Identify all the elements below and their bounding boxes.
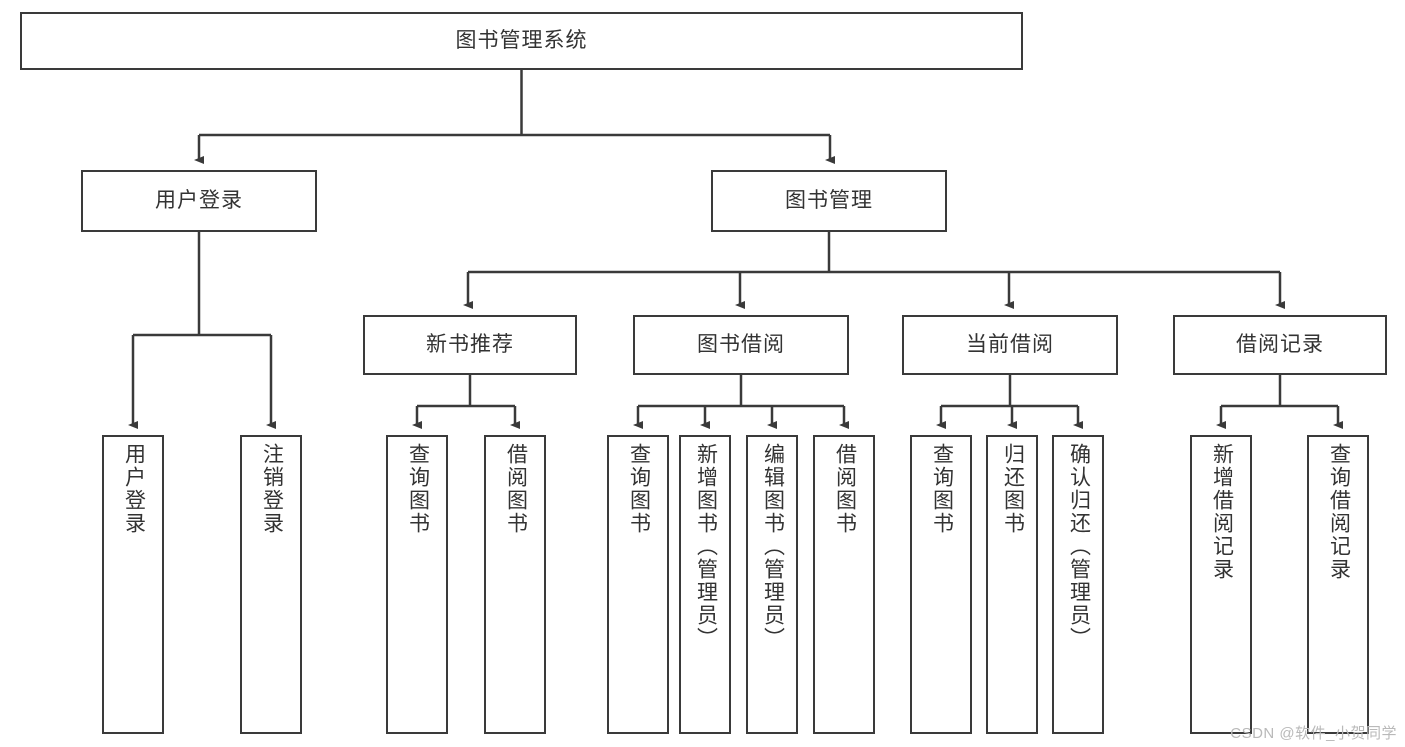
leaf-node-label: 借阅图书 (504, 443, 528, 535)
leaf-node[interactable]: 借阅图书 (484, 435, 546, 734)
node-root-label: 图书管理系统 (455, 29, 588, 53)
leaf-node-label: 编辑图书（管理员） (761, 443, 785, 650)
node-book-borrow[interactable]: 图书借阅 (633, 315, 849, 375)
leaf-node-label: 查询图书 (406, 443, 430, 535)
node-book-management[interactable]: 图书管理 (711, 170, 947, 232)
leaf-node[interactable]: 借阅图书 (813, 435, 875, 734)
leaf-node[interactable]: 新增借阅记录 (1190, 435, 1252, 734)
leaf-node[interactable]: 查询图书 (607, 435, 669, 734)
leaf-node-label: 新增图书（管理员） (694, 443, 718, 650)
node-current-borrow[interactable]: 当前借阅 (902, 315, 1118, 375)
leaf-node-label: 注销登录 (260, 443, 284, 535)
node-borrow-record[interactable]: 借阅记录 (1173, 315, 1387, 375)
node-book-borrow-label: 图书借阅 (697, 333, 785, 357)
leaf-node[interactable]: 查询图书 (386, 435, 448, 734)
node-borrow-record-label: 借阅记录 (1236, 333, 1324, 357)
leaf-node-label: 查询借阅记录 (1327, 443, 1351, 581)
leaf-node-label: 借阅图书 (833, 443, 857, 535)
node-book-management-label: 图书管理 (785, 189, 873, 213)
leaf-node[interactable]: 新增图书（管理员） (679, 435, 731, 734)
leaf-node[interactable]: 注销登录 (240, 435, 302, 734)
csdn-watermark: CSDN @软件_小贺同学 (1230, 725, 1397, 742)
leaf-node-label: 查询图书 (627, 443, 651, 535)
node-user-login-label: 用户登录 (155, 189, 243, 213)
node-user-login[interactable]: 用户登录 (81, 170, 317, 232)
leaf-node[interactable]: 编辑图书（管理员） (746, 435, 798, 734)
node-root[interactable]: 图书管理系统 (20, 12, 1023, 70)
leaf-node[interactable]: 确认归还（管理员） (1052, 435, 1104, 734)
leaf-node-label: 归还图书 (1001, 443, 1025, 535)
node-current-borrow-label: 当前借阅 (966, 333, 1054, 357)
leaf-node-label: 用户登录 (122, 443, 146, 535)
leaf-node[interactable]: 查询图书 (910, 435, 972, 734)
leaf-node[interactable]: 查询借阅记录 (1307, 435, 1369, 734)
node-new-book-recommend[interactable]: 新书推荐 (363, 315, 577, 375)
leaf-node[interactable]: 用户登录 (102, 435, 164, 734)
node-new-book-recommend-label: 新书推荐 (426, 333, 514, 357)
leaf-node-label: 新增借阅记录 (1210, 443, 1234, 581)
leaf-node-label: 查询图书 (930, 443, 954, 535)
leaf-node[interactable]: 归还图书 (986, 435, 1038, 734)
leaf-node-label: 确认归还（管理员） (1067, 443, 1091, 650)
